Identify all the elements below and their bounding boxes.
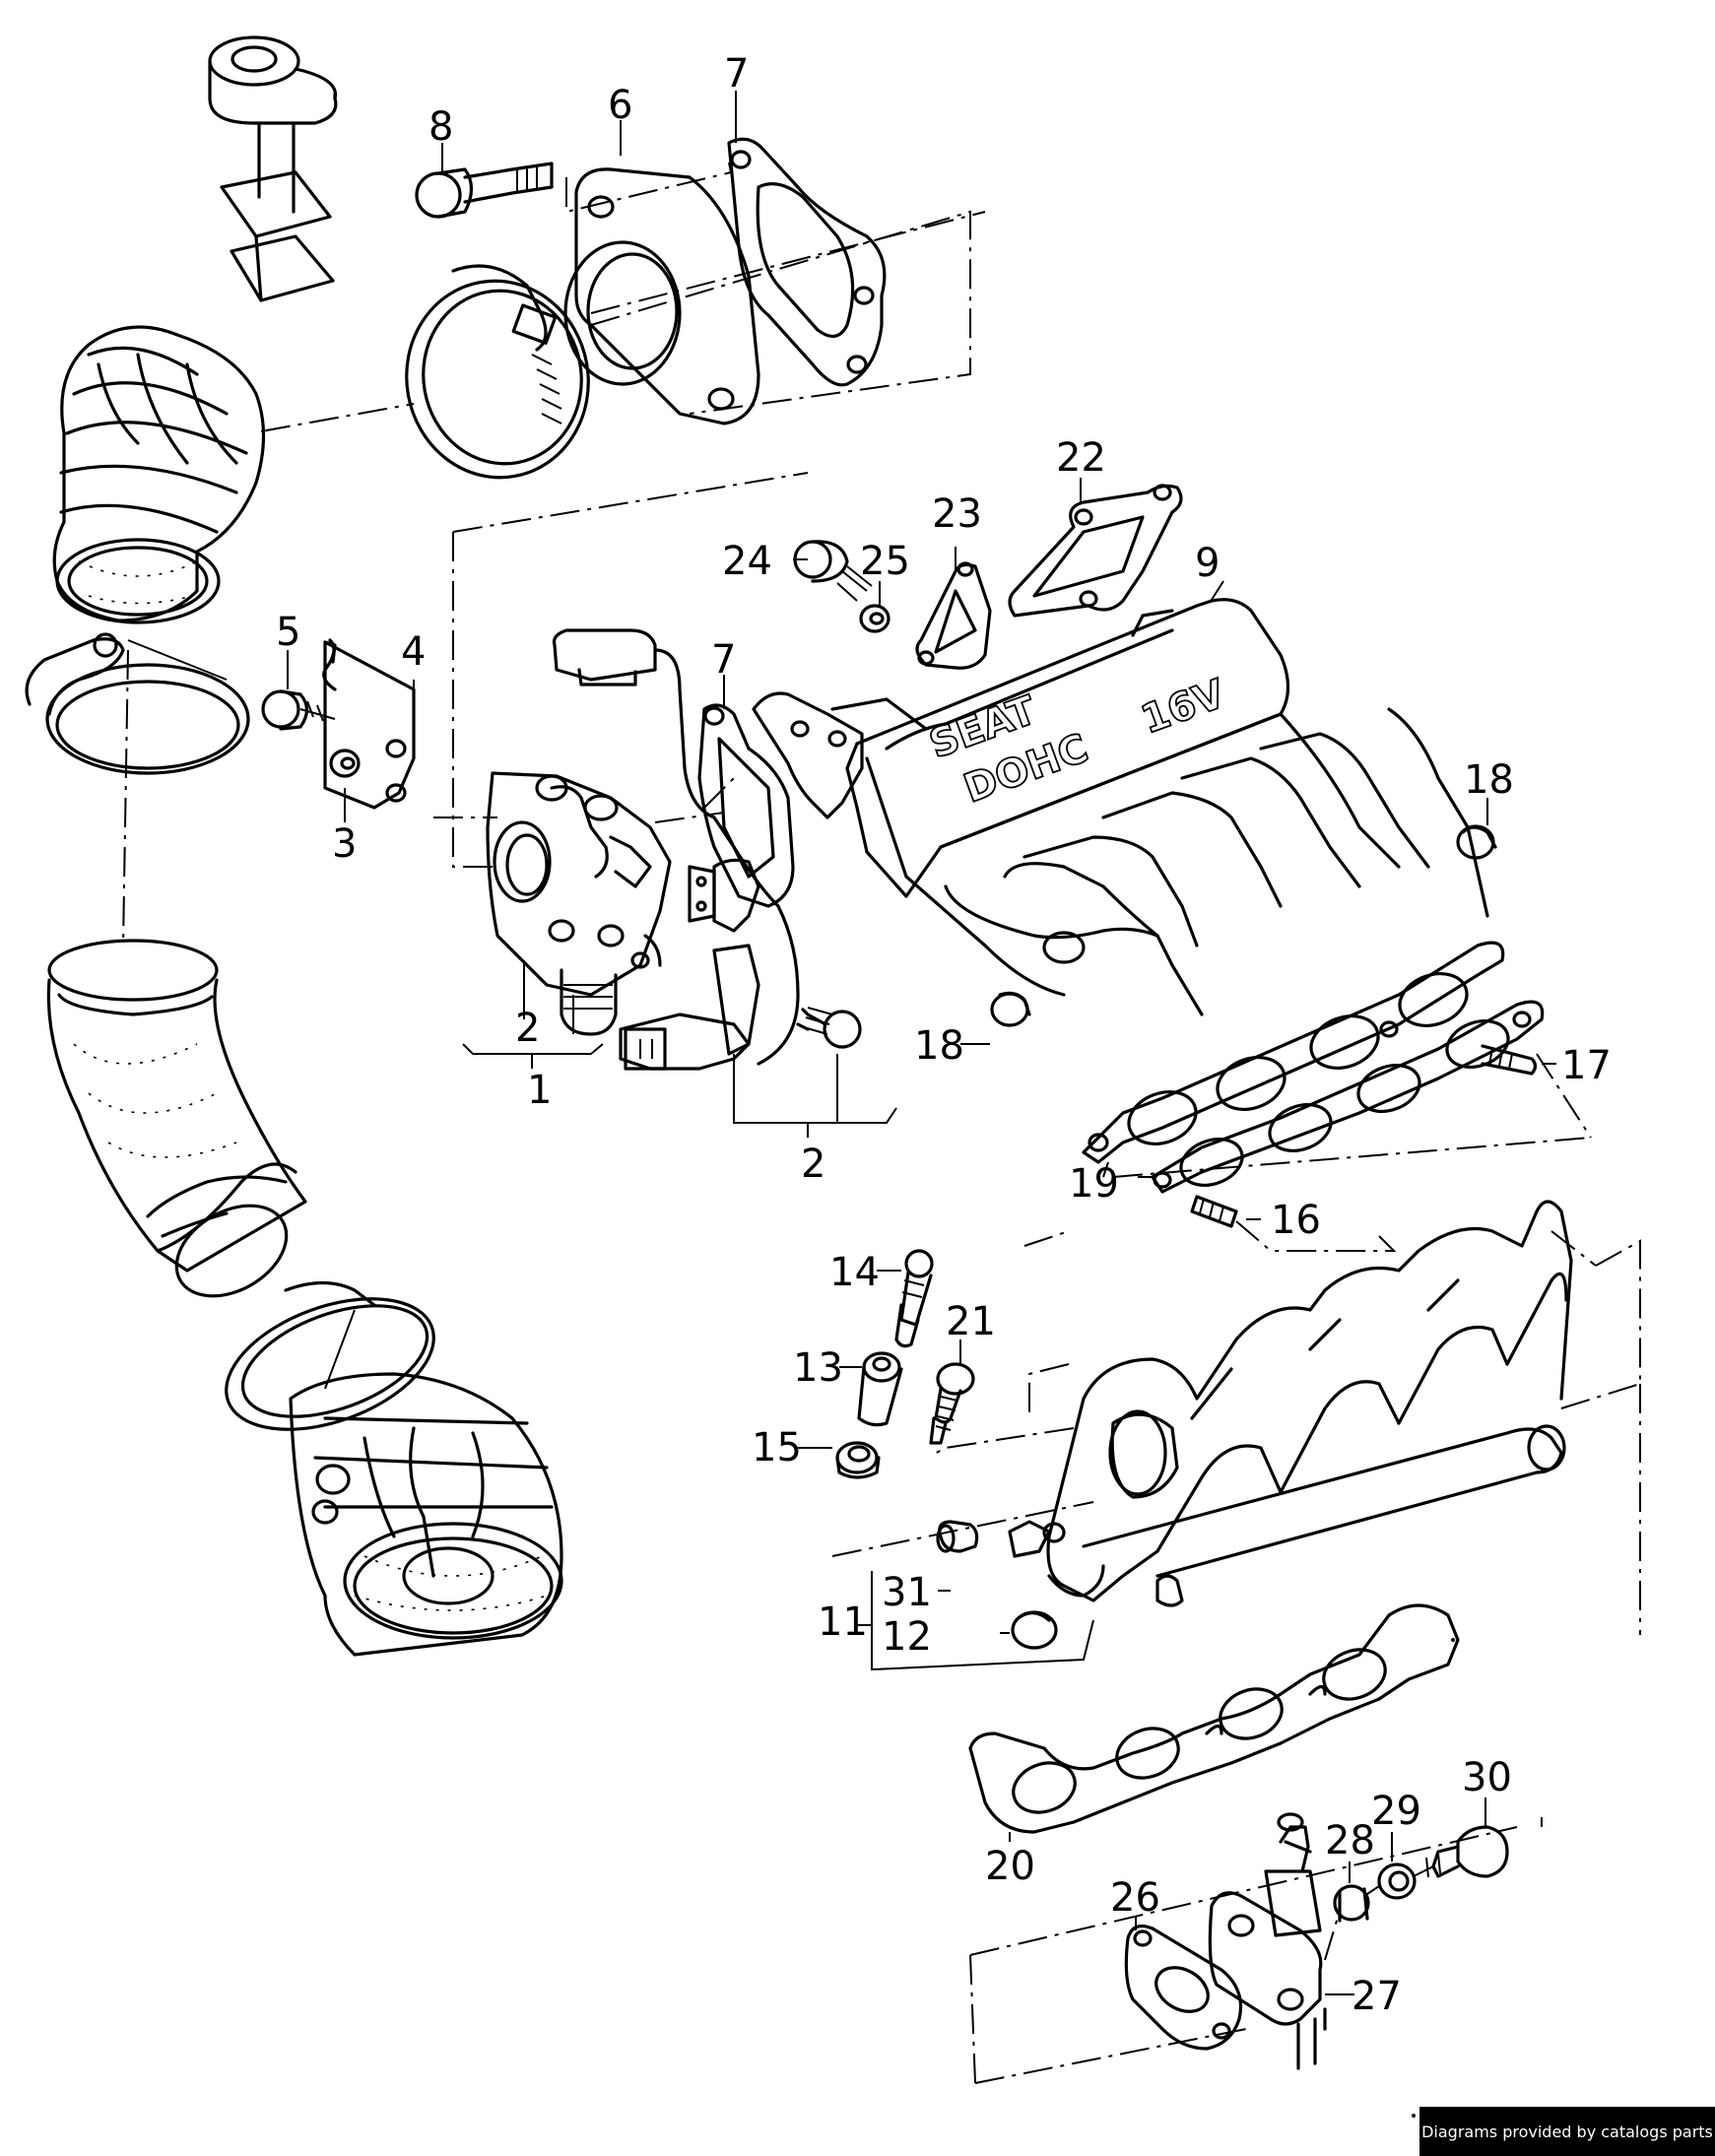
assembly-line-idle-valve (969, 1817, 1543, 2084)
callout-15: 15 (752, 1425, 802, 1470)
callout-11: 11 (818, 1600, 868, 1645)
callout-26: 26 (1110, 1875, 1160, 1921)
assembly-line-left-vertical (122, 649, 129, 947)
stud-16 (1190, 1195, 1238, 1228)
callout-2a: 2 (515, 1006, 540, 1051)
nut-18-left (990, 991, 1031, 1027)
plug-31 (936, 1520, 979, 1553)
gasket-22 (1008, 484, 1183, 618)
bracket-23 (915, 561, 992, 670)
callout-7b: 7 (711, 637, 736, 683)
throttle-sensor-connector (552, 628, 800, 1071)
callout-31: 31 (882, 1570, 932, 1615)
callout-24: 24 (722, 539, 772, 584)
callout-25: 25 (860, 539, 910, 584)
upper-corrugated-hose (52, 325, 266, 624)
credit-banner: Diagrams provided by catalogs parts (1419, 2107, 1715, 2156)
intake-manifold-upper-9 (752, 598, 1489, 1016)
callout-5: 5 (276, 610, 300, 655)
assembly-line-throttle-box (433, 472, 809, 868)
callout-18a: 18 (1464, 757, 1514, 803)
washer-29 (1377, 1862, 1417, 1900)
manifold-runner-flange (1082, 941, 1505, 1164)
callout-28: 28 (1325, 1818, 1375, 1863)
washer-25 (859, 604, 890, 633)
callout-4: 4 (401, 629, 426, 675)
callout-30: 30 (1462, 1755, 1512, 1800)
callout-14: 14 (829, 1250, 880, 1295)
intake-manifold-lower-11 (1008, 1200, 1573, 1607)
callout-27: 27 (1352, 1974, 1402, 2019)
assembly-line-manifold (1102, 1053, 1592, 1252)
callout-21: 21 (946, 1299, 996, 1344)
throttle-body-1 (486, 771, 672, 1036)
leader-2a (523, 960, 574, 1034)
top-sensor-bracket (208, 35, 338, 302)
callout-7a: 7 (724, 51, 749, 97)
callout-23: 23 (932, 491, 982, 537)
bracket-line-1 (462, 1043, 604, 1069)
washer-3 (329, 749, 361, 778)
gasket-7-top (727, 137, 887, 387)
callout-19: 19 (1069, 1161, 1119, 1207)
stud-17 (1481, 1044, 1538, 1076)
callout-17: 17 (1561, 1043, 1612, 1088)
bracket-line-11 (857, 1571, 1094, 1671)
screw-5 (261, 689, 336, 731)
callout-18b: 18 (914, 1023, 964, 1069)
valve-27 (1208, 1812, 1327, 2070)
stray-mark-2 (1412, 2114, 1416, 2118)
bolt-30 (1425, 1825, 1509, 1878)
seal-15 (835, 1441, 881, 1479)
hose-clamp-left (25, 632, 250, 775)
washer-28 (1333, 1884, 1370, 1923)
callout-29: 29 (1371, 1789, 1421, 1834)
hose-clamp-lower (225, 1280, 435, 1431)
callout-3: 3 (332, 821, 357, 867)
callout-9: 9 (1195, 541, 1220, 586)
sleeve-13 (857, 1351, 903, 1427)
leader-lines (287, 91, 1556, 1995)
callout-1: 1 (527, 1068, 552, 1113)
stray-mark (1451, 1638, 1455, 1642)
nut-18-right (1456, 824, 1497, 860)
callout-labels: 1 2 2 3 4 5 6 7 7 8 9 11 12 13 14 15 16 … (276, 51, 1612, 2019)
manifold-lettering-16v: 16V (1136, 672, 1231, 744)
callout-13: 13 (793, 1345, 843, 1391)
adapter-flange-6 (563, 167, 760, 425)
callout-22: 22 (1056, 435, 1106, 481)
manifold-gasket-20 (968, 1603, 1460, 1834)
lower-intake-hose (46, 939, 307, 1298)
sensor-14 (894, 1249, 934, 1348)
assembly-line-hose-axis (260, 211, 986, 432)
callout-8: 8 (429, 104, 453, 150)
callout-12: 12 (882, 1614, 932, 1660)
callout-6: 6 (608, 83, 632, 128)
airflow-boot (289, 1372, 563, 1657)
hose-clamp-upper (405, 264, 590, 480)
bracket-line-2b (733, 1054, 897, 1138)
assembly-line-top-box (565, 162, 971, 415)
sensor-screw-2 (796, 1007, 862, 1049)
cap-12 (1011, 1610, 1058, 1650)
gasket-26 (1124, 1925, 1243, 2051)
bolt-21 (929, 1362, 975, 1445)
assembly-line-lower-manifold (831, 1230, 1641, 1635)
bolt-8 (415, 162, 554, 219)
manifold-gasket-19 (1151, 1000, 1545, 1194)
gasket-7-middle (697, 703, 795, 908)
callout-20: 20 (985, 1844, 1035, 1889)
callout-16: 16 (1271, 1198, 1321, 1243)
callout-2b: 2 (801, 1142, 825, 1187)
